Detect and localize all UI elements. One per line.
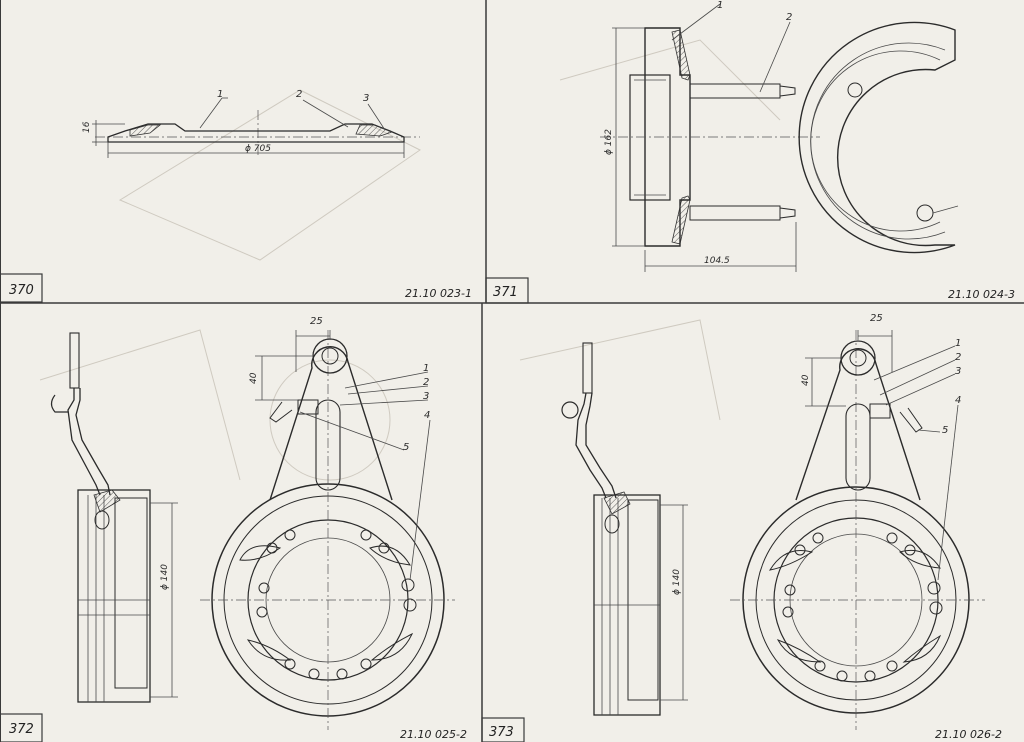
panel-370-number-box <box>0 273 43 303</box>
panel-373-code: 21.10 026-2 <box>935 728 1002 741</box>
panel-372-callout-4: 4 <box>424 410 430 421</box>
panel-372-callout-3: 3 <box>423 391 429 402</box>
panel-372-number: 372 <box>9 722 34 737</box>
panel-370-number: 370 <box>9 283 34 298</box>
panel-370-code: 21.10 023-1 <box>405 287 472 300</box>
panel-371-callout-1: 1 <box>717 0 723 11</box>
panel-371-dim-diameter: ϕ 162 <box>604 129 614 155</box>
panel-370-callout-2: 2 <box>296 89 302 100</box>
panel-373-dim-offset-x: 25 <box>870 313 883 324</box>
panel-372-dim-offset-x: 25 <box>310 316 323 327</box>
panel-372-front-view <box>200 330 455 730</box>
panel-372-number-box <box>0 713 43 742</box>
show-through-ghost <box>39 39 781 481</box>
panel-370-callout-1: 1 <box>217 89 223 100</box>
panel-372-dim-offset-y: 40 <box>249 372 259 384</box>
panel-371-number-box <box>485 277 529 304</box>
panel-372-side-view <box>50 332 178 703</box>
panel-372-callout-5: 5 <box>403 442 409 453</box>
panel-373-callout-2: 2 <box>955 352 961 363</box>
panel-373-callout-3: 3 <box>955 366 961 377</box>
panel-373-dim-diameter: ϕ 140 <box>672 569 682 595</box>
panel-371-dim-length: 104.5 <box>704 256 730 266</box>
panel-373-number-box <box>481 717 525 742</box>
panel-373-front-view <box>730 330 985 730</box>
panel-370-ring-section <box>92 97 420 158</box>
panel-371-code: 21.10 024-3 <box>948 288 1015 301</box>
panel-373-dim-offset-y: 40 <box>801 374 811 386</box>
panel-370-callout-3: 3 <box>363 93 369 104</box>
panel-373-callout-5: 5 <box>942 425 948 436</box>
panel-372-callout-1: 1 <box>423 363 429 374</box>
panel-373-side-view <box>561 342 688 716</box>
panel-371-callout-2: 2 <box>786 12 792 23</box>
panel-372-dim-diameter: ϕ 140 <box>160 564 170 590</box>
panel-371-number: 371 <box>493 285 518 300</box>
panel-371-half-ring <box>798 21 959 254</box>
panel-371-side-view <box>600 3 820 272</box>
panel-370-dim-height: 16 <box>82 121 92 133</box>
panel-373-callout-1: 1 <box>955 338 961 349</box>
panel-373-number: 373 <box>489 725 514 740</box>
panel-372-code: 21.10 025-2 <box>400 728 467 741</box>
panel-372-callout-2: 2 <box>423 377 429 388</box>
panel-370-dim-diameter: ϕ 705 <box>245 144 271 154</box>
panel-373-callout-4: 4 <box>955 395 961 406</box>
